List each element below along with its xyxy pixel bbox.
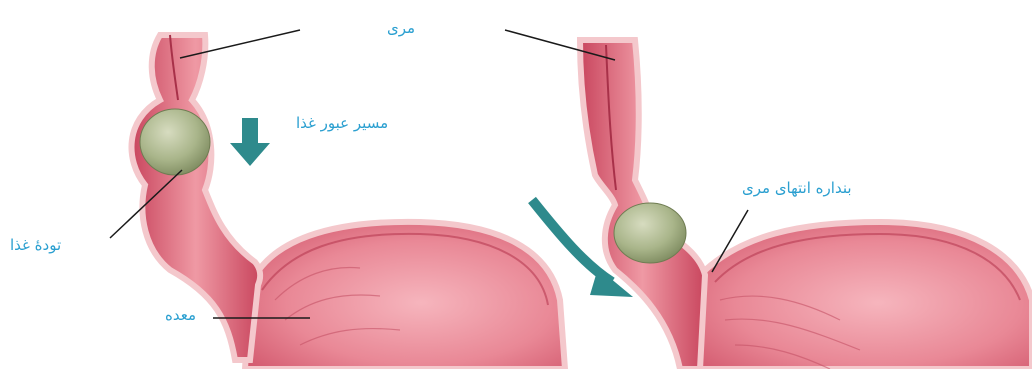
label-food-path: مسیر عبور غذا bbox=[296, 116, 388, 131]
right-food-bolus bbox=[614, 203, 686, 263]
right-stomach-figure bbox=[580, 40, 1032, 369]
label-esophagus: مری bbox=[387, 21, 415, 36]
label-lower-sphincter: بنداره انتهای مری bbox=[742, 181, 852, 196]
label-stomach: معده bbox=[165, 308, 196, 323]
left-stomach-figure bbox=[131, 35, 565, 369]
down-arrow-icon bbox=[230, 118, 270, 166]
left-food-bolus bbox=[140, 109, 210, 175]
label-food-bolus: تودهٔ غذا bbox=[10, 238, 61, 253]
left-stomach bbox=[245, 222, 565, 369]
right-stomach bbox=[690, 222, 1032, 369]
